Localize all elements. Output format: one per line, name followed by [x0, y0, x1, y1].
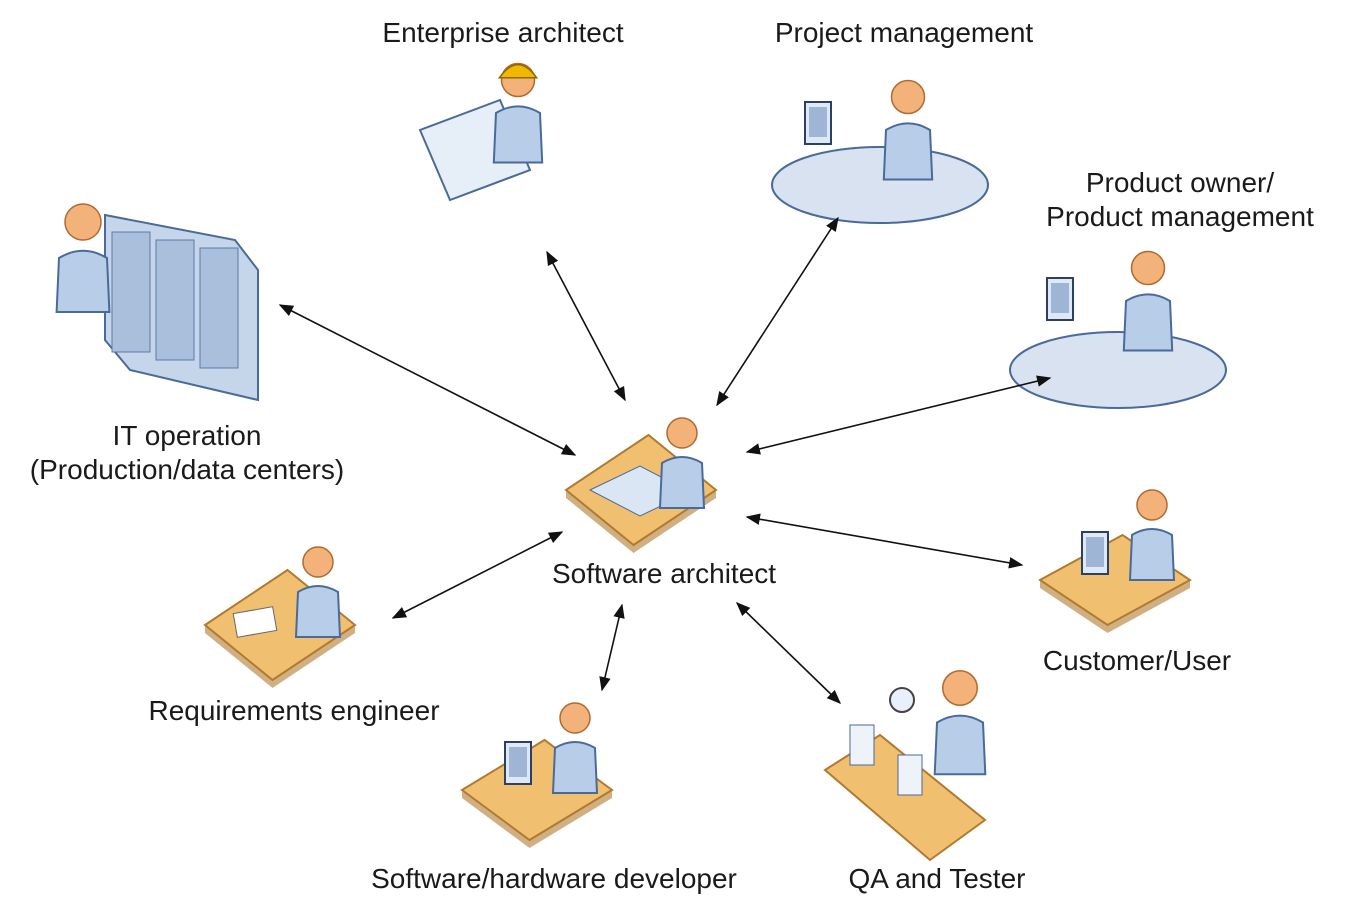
label-qa-tester: QA and Tester: [848, 863, 1026, 894]
label-developer: Software/hardware developer: [371, 863, 737, 894]
arrow-product: [745, 375, 1052, 455]
label-enterprise-architect: Enterprise architect: [382, 17, 624, 48]
customer-user-icon: [1038, 489, 1192, 633]
label-software-architect: Software architect: [551, 558, 777, 589]
qa-tester-icon: [823, 670, 987, 862]
label-product-owner: Product owner/Product management: [1046, 167, 1314, 232]
it-operation-icon: [55, 203, 259, 402]
arrow-project: [716, 216, 839, 407]
arrow-customer: [745, 513, 1024, 569]
developer-icon: [460, 702, 614, 848]
project-management-icon: [771, 79, 989, 224]
arrow-qa: [735, 601, 842, 705]
arrow-requirements: [391, 531, 564, 619]
label-requirements-engineer: Requirements engineer: [148, 695, 440, 726]
product-owner-icon: [1009, 250, 1227, 409]
label-it-operation: IT operation(Production/data centers): [29, 420, 345, 485]
requirements-engineer-icon: [203, 546, 357, 688]
arrow-developer: [599, 603, 625, 692]
software-architect-icon: [564, 417, 718, 553]
arrow-itops: [278, 304, 577, 456]
arrow-enterprise: [546, 250, 626, 402]
label-customer-user: Customer/User: [1042, 645, 1232, 676]
enterprise-architect-icon: [418, 62, 544, 202]
label-project-management: Project management: [774, 17, 1034, 48]
